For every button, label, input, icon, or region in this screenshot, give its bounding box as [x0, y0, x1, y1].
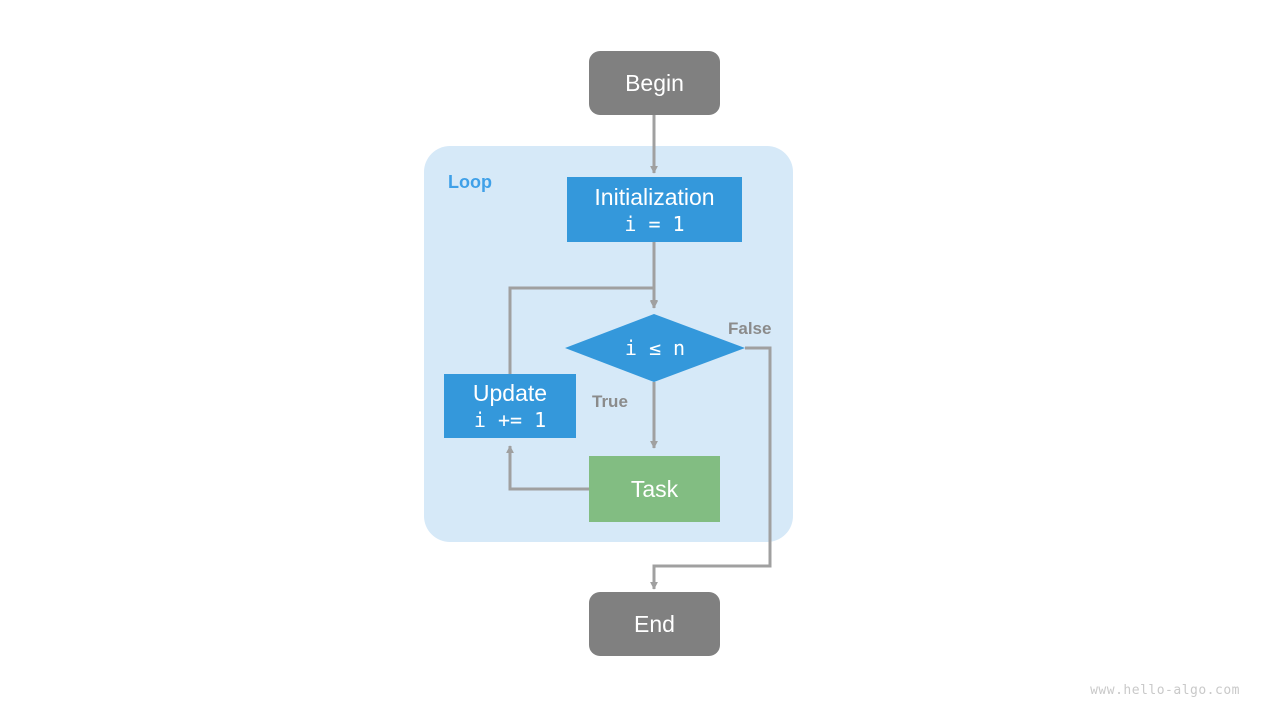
watermark: www.hello-algo.com	[1090, 683, 1240, 698]
edge-label-false: False	[728, 319, 772, 338]
edge-update-to-cond	[508, 286, 658, 374]
node-condition[interactable]	[565, 314, 745, 382]
node-task[interactable]	[589, 456, 720, 522]
loop-group-label: Loop	[448, 172, 492, 192]
edge-label-true: True	[592, 392, 628, 411]
node-end[interactable]	[589, 592, 720, 656]
node-initialization[interactable]	[567, 177, 742, 242]
edge-task-to-update	[506, 445, 589, 491]
node-update[interactable]	[444, 374, 576, 438]
edge-cond-to-end	[650, 346, 772, 590]
node-begin[interactable]	[589, 51, 720, 115]
